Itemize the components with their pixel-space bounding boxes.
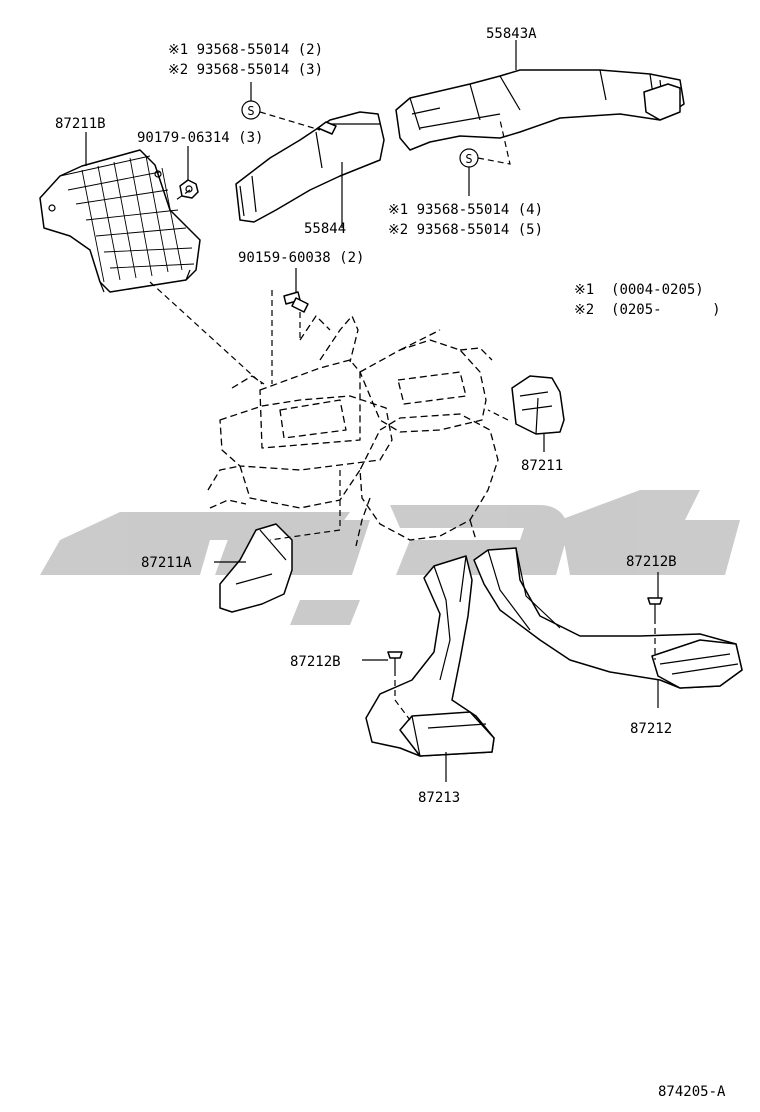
duct-87211a — [219, 523, 293, 613]
clip-s-mid: S — [465, 152, 472, 166]
label-87211: 87211 — [521, 458, 563, 474]
clip-s-top: S — [247, 104, 254, 118]
label-87212b-left: 87212B — [290, 654, 341, 670]
duct-55844 — [235, 111, 385, 223]
label-range-2: ※2 (0205- ) — [574, 302, 721, 318]
leader-lines — [85, 40, 659, 782]
duct-87213 — [365, 555, 495, 757]
label-87211a: 87211A — [141, 555, 192, 571]
labels: ※1 93568-55014 (2) ※2 93568-55014 (3) 55… — [55, 26, 726, 1100]
label-nut: 90179-06314 (3) — [137, 130, 263, 146]
screw-left — [387, 651, 403, 670]
label-87213: 87213 — [418, 790, 460, 806]
label-87212: 87212 — [630, 721, 672, 737]
label-87212b-right: 87212B — [626, 554, 677, 570]
clip-symbol-top: S — [241, 100, 261, 120]
label-range-1: ※1 (0004-0205) — [574, 282, 704, 298]
duct-87211 — [511, 375, 565, 435]
label-clip-top-1: ※1 93568-55014 (2) — [168, 42, 323, 58]
duct-87211b — [39, 149, 201, 293]
figure-code: 874205-A — [658, 1084, 726, 1100]
label-clip-mid-1: ※1 93568-55014 (4) — [388, 202, 543, 218]
label-55843a: 55843A — [486, 26, 537, 42]
label-clip-top-2: ※2 93568-55014 (3) — [168, 62, 323, 78]
duct-87212 — [473, 547, 743, 689]
nut-part — [179, 179, 199, 199]
label-bolt: 90159-60038 (2) — [238, 250, 364, 266]
clip-symbol-mid: S — [459, 148, 479, 168]
label-87211b: 87211B — [55, 116, 106, 132]
bolt-part — [283, 291, 309, 313]
label-clip-mid-2: ※2 93568-55014 (5) — [388, 222, 543, 238]
duct-55843a — [395, 69, 685, 151]
heater-unit — [207, 315, 499, 547]
screw-right — [647, 597, 663, 618]
dashed-guides — [149, 111, 656, 721]
label-55844: 55844 — [304, 221, 346, 237]
